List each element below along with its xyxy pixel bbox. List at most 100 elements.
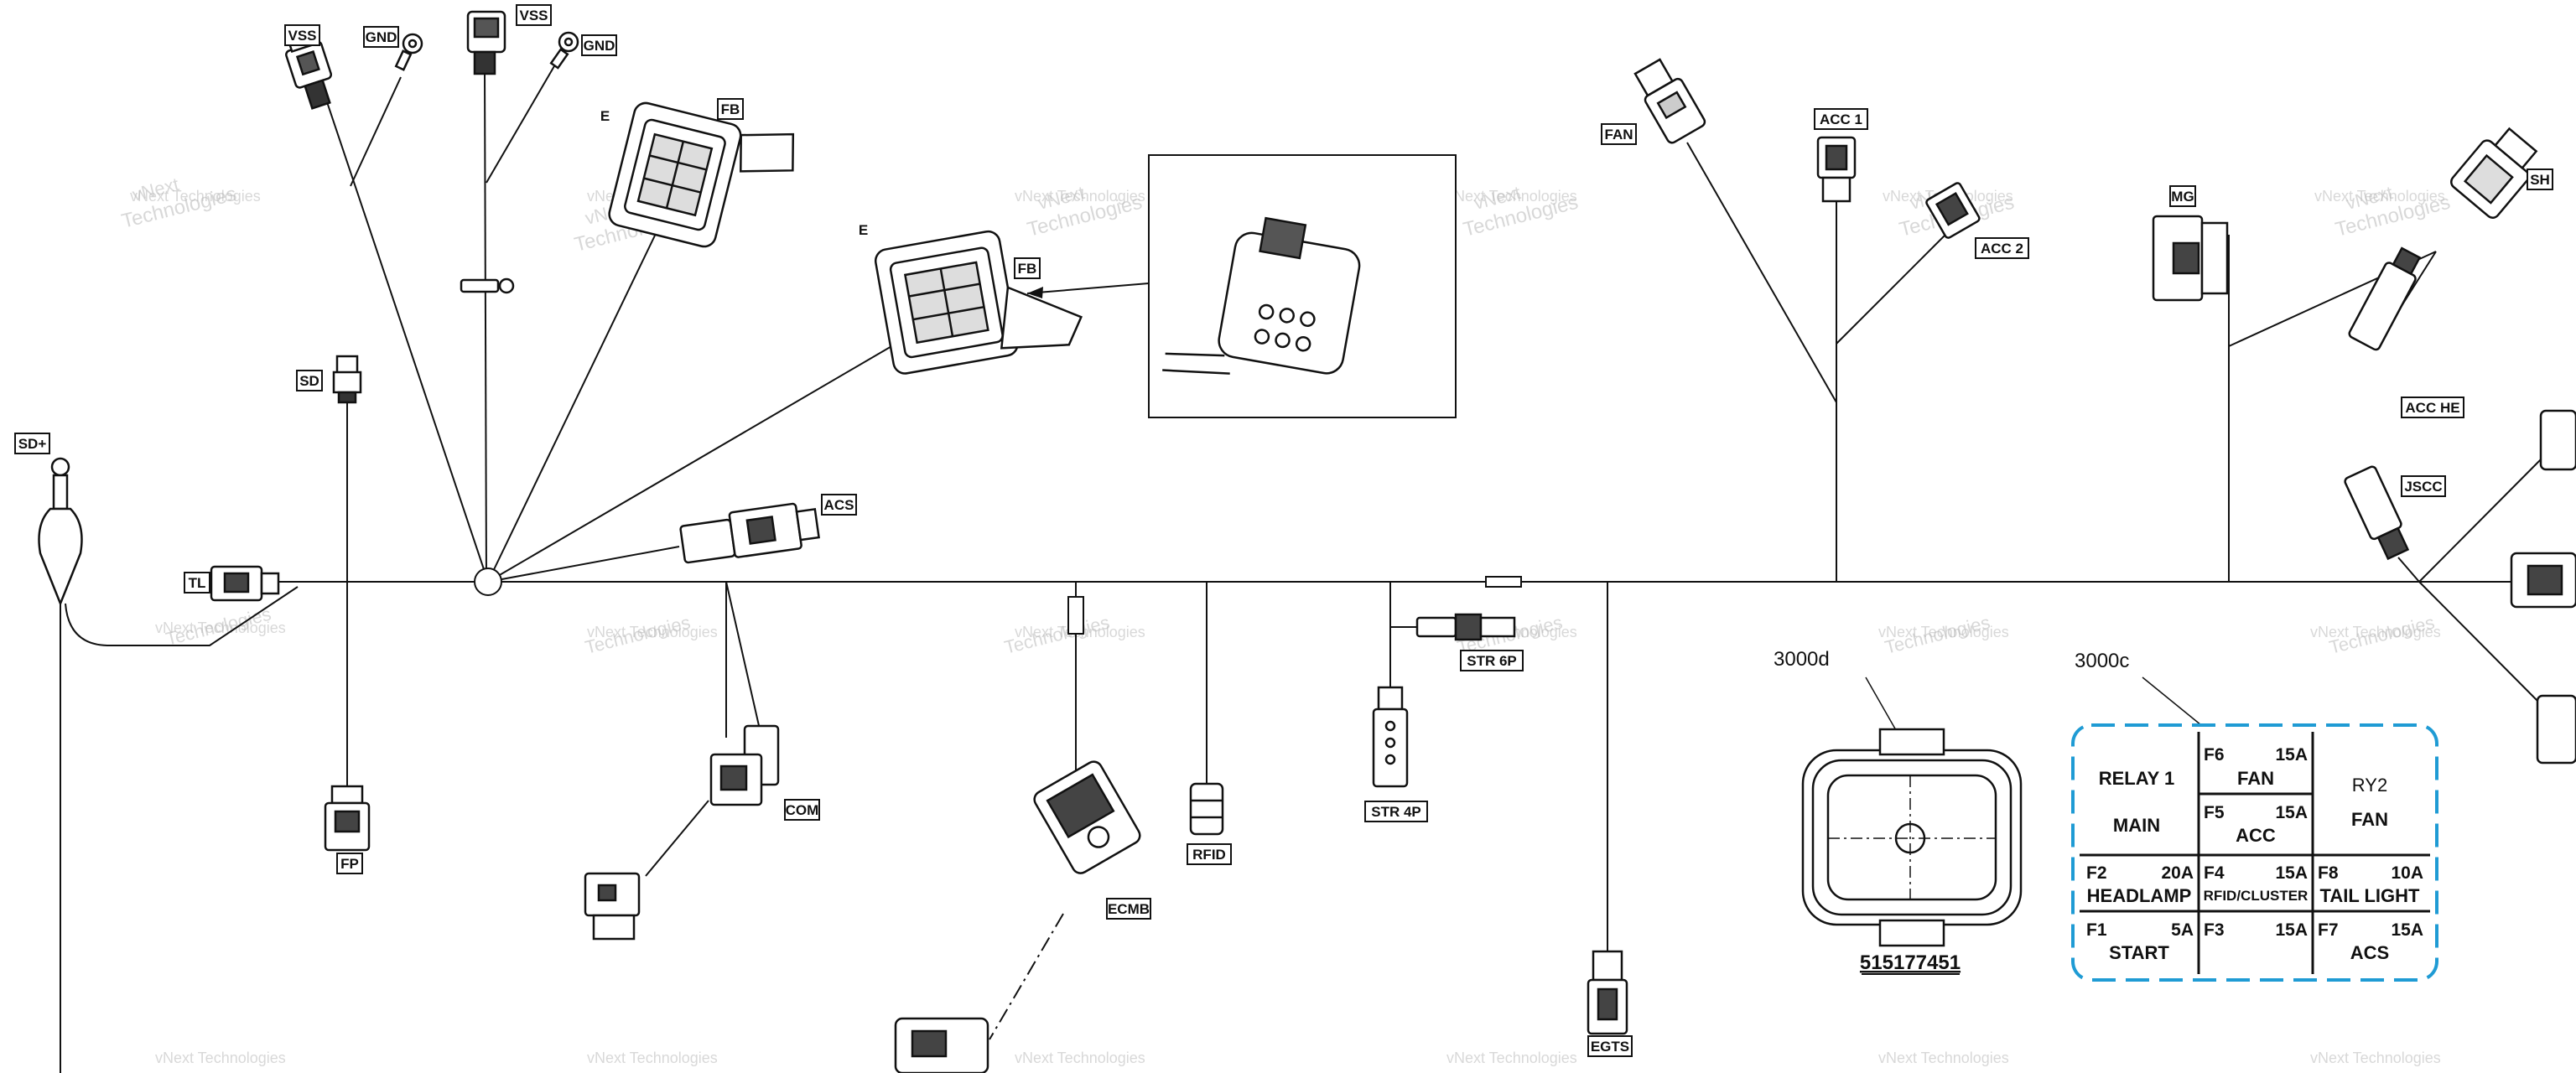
connector-tag-box	[1814, 108, 1868, 130]
fuse-f7-name: ACS	[2350, 942, 2389, 963]
connector-tag-label: GND	[584, 38, 615, 54]
wire-fan	[1686, 142, 1837, 403]
connector-tag-box	[821, 494, 857, 516]
connector-tag-sd-plus: SD+	[14, 433, 50, 454]
connector-tag-label: STR 6P	[1467, 653, 1517, 669]
wire-sd-plus-loop	[65, 586, 299, 646]
watermark: vNext Technologies	[587, 624, 718, 640]
fuse-f3-amp: 15A	[2275, 920, 2308, 940]
relay1-sub: MAIN	[2113, 815, 2160, 836]
com-connector	[709, 724, 780, 806]
connector-tag-e-2: E	[859, 222, 868, 238]
sd-plus-terminal	[38, 457, 83, 607]
connector-tag-label: SH	[2530, 172, 2550, 188]
wire-acc2	[1836, 234, 1946, 345]
connector-tag-label: E	[600, 108, 610, 124]
connector-tag-label: FP	[340, 856, 359, 872]
fuse-block-connector-2	[874, 230, 1083, 375]
connector-tag-box	[2401, 475, 2446, 497]
mg-connector	[2152, 215, 2229, 302]
connector-tag-label: FAN	[1605, 127, 1633, 143]
acc2-connector	[1925, 182, 1981, 239]
connector-detail-illustration	[1162, 216, 1361, 375]
fuse-f2-id: F2	[2086, 863, 2107, 883]
sh-connector	[2450, 127, 2538, 219]
wire-layer	[60, 60, 2576, 1073]
connector-tag-label: ACC 2	[1981, 241, 2023, 257]
relay-housing-3000d	[1801, 728, 2023, 947]
fuse-f1-name: START	[2109, 942, 2169, 963]
wire-vss1	[318, 76, 489, 583]
connector-tag-label: VSS	[288, 28, 316, 44]
connector-tag-gnd-1: GND	[363, 26, 399, 48]
relay2-label: RY2	[2352, 775, 2387, 796]
connector-tag-box	[1014, 257, 1041, 279]
connector-tag-box	[14, 433, 50, 454]
str4p-connector	[1372, 686, 1409, 788]
fuse-f6-name: FAN	[2237, 768, 2274, 789]
connector-tag-acc2: ACC 2	[1975, 237, 2029, 259]
connector-tag-label: COM	[786, 802, 819, 818]
fuse-f8-amp: 10A	[2391, 863, 2423, 883]
ecmb-connector-lower	[894, 1017, 989, 1073]
edge-connector-upper	[2539, 409, 2576, 471]
tl-connector	[210, 565, 280, 602]
vss-connector-2	[466, 10, 506, 75]
inline-splice-mark	[1485, 576, 1522, 588]
wire-vss2	[484, 66, 487, 583]
connector-tag-label: ECMB	[1108, 901, 1150, 917]
ground-lug	[460, 277, 515, 294]
connector-tag-label: SD+	[18, 436, 47, 452]
wire-gnd1	[350, 76, 402, 187]
fuse-block-connector-1	[608, 101, 795, 248]
watermark: vNext Technologies	[1878, 1050, 2009, 1066]
edge-connector-middle	[2510, 552, 2576, 609]
connector-tag-box	[717, 98, 744, 120]
connector-tag-acs: ACS	[821, 494, 857, 516]
wire-fb2	[487, 345, 894, 583]
wire-ecmb-dash	[989, 913, 1064, 1040]
watermark: vNext Technologies	[1015, 1050, 1145, 1066]
rfid-connector	[1189, 782, 1224, 836]
connector-tag-box	[296, 370, 323, 391]
connector-tag-e-1: E	[600, 108, 610, 124]
sd-connector	[332, 355, 362, 404]
connector-tag-label: FB	[1018, 261, 1037, 277]
fuse-f2-name: HEADLAMP	[2087, 885, 2192, 906]
fuse-f7-amp: 15A	[2391, 920, 2423, 940]
connector-tag-box	[2401, 397, 2464, 418]
connector-tag-label: ACC HE	[2405, 400, 2459, 416]
watermark: vNext Technologies	[1446, 188, 1577, 205]
watermark: vNext Technologies	[1878, 624, 2009, 640]
connector-tag-label: E	[859, 222, 868, 238]
relay1-label: RELAY 1	[2099, 768, 2175, 789]
watermark: vNext Technologies	[2310, 1050, 2441, 1066]
connector-tag-fb-2: FB	[1014, 257, 1041, 279]
fuse-f5-amp: 15A	[2275, 803, 2308, 822]
connector-tag-vss-2: VSS	[516, 4, 552, 26]
connector-tag-label: GND	[366, 29, 397, 45]
callout-3000c: 3000c	[2075, 650, 2129, 672]
leader-3000d	[1865, 676, 1900, 737]
connector-tag-rfid: RFID	[1187, 843, 1232, 865]
connector-tag-box	[516, 4, 552, 26]
inline-splice-mark	[1067, 596, 1084, 635]
watermark: vNext Technologies	[2310, 624, 2441, 640]
acche-connector	[2348, 246, 2422, 351]
connector-tag-mg: MG	[2169, 185, 2196, 207]
wire-gnd2	[486, 60, 558, 184]
fan-connector	[1633, 58, 1706, 144]
fuse-f3-id: F3	[2204, 920, 2225, 940]
fuse-f6-id: F6	[2204, 745, 2225, 765]
connector-tag-label: VSS	[519, 8, 548, 23]
acc1-connector	[1816, 136, 1857, 203]
connector-tag-label: RFID	[1192, 847, 1226, 863]
connector-tag-box	[581, 34, 617, 56]
connector-tag-sd: SD	[296, 370, 323, 391]
fuse-box-grid	[2080, 732, 2430, 974]
part-number: 515177451	[1860, 951, 1961, 974]
watermark: vNext Technologies	[587, 1050, 718, 1066]
harness-junction	[474, 568, 502, 596]
fuse-box-3000c: RELAY 1 MAIN F6 15A FAN F5 15A ACC RY2 F…	[2071, 723, 2438, 982]
